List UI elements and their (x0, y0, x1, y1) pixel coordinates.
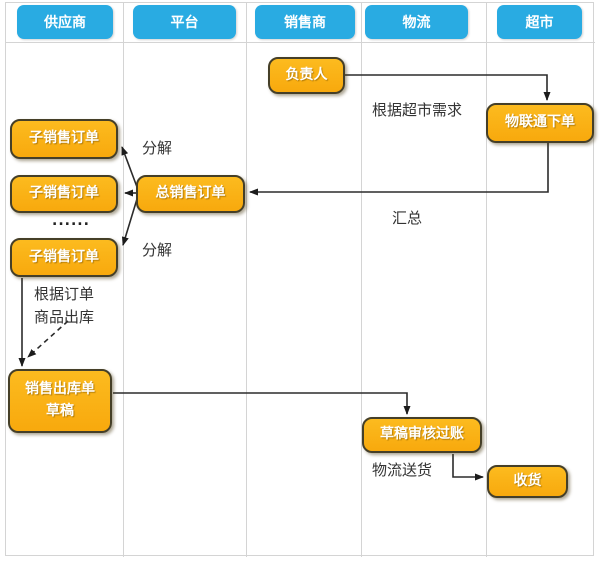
lane-divider-3 (361, 2, 362, 557)
header-divider (5, 42, 595, 43)
node-person-in-charge: 负责人 (268, 57, 345, 94)
label-per-order: 根据订单 (34, 285, 95, 303)
lane-divider-1 (123, 2, 124, 557)
node-sub-sales-order-1: 子销售订单 (10, 119, 118, 159)
diagram-frame (5, 2, 594, 556)
lane-divider-4 (486, 2, 487, 557)
node-draft-review-posting: 草稿审核过账 (362, 417, 482, 453)
lane-header-supplier: 供应商 (17, 5, 113, 39)
lane-divider-2 (246, 2, 247, 557)
lane-header-supermarket: 超市 (497, 5, 582, 39)
node-sales-outbound-draft: 销售出库单 草稿 (8, 369, 112, 433)
node-sub-sales-order-2: 子销售订单 (10, 175, 118, 213)
node-sales-outbound-draft-line2: 草稿 (46, 403, 74, 419)
node-sales-outbound-draft-line1: 销售出库单 (25, 381, 95, 398)
label-goods-outbound: 商品出库 (34, 308, 95, 326)
node-sub-sales-order-3: 子销售订单 (10, 238, 118, 277)
label-summarize: 汇总 (392, 209, 423, 227)
lane-header-logistics: 物流 (365, 5, 468, 39)
lane-header-platform: 平台 (133, 5, 236, 39)
label-decompose-top: 分解 (142, 139, 173, 157)
label-per-supermarket-demand: 根据超市需求 (372, 101, 463, 119)
label-ellipsis: ...... (52, 213, 90, 229)
node-wuliantong-order: 物联通下单 (486, 103, 594, 143)
node-total-sales-order: 总销售订单 (136, 175, 245, 213)
lane-header-seller: 销售商 (255, 5, 355, 39)
node-receive-goods: 收货 (487, 465, 568, 498)
label-logistics-delivery: 物流送货 (372, 461, 433, 479)
label-decompose-bottom: 分解 (142, 241, 173, 259)
